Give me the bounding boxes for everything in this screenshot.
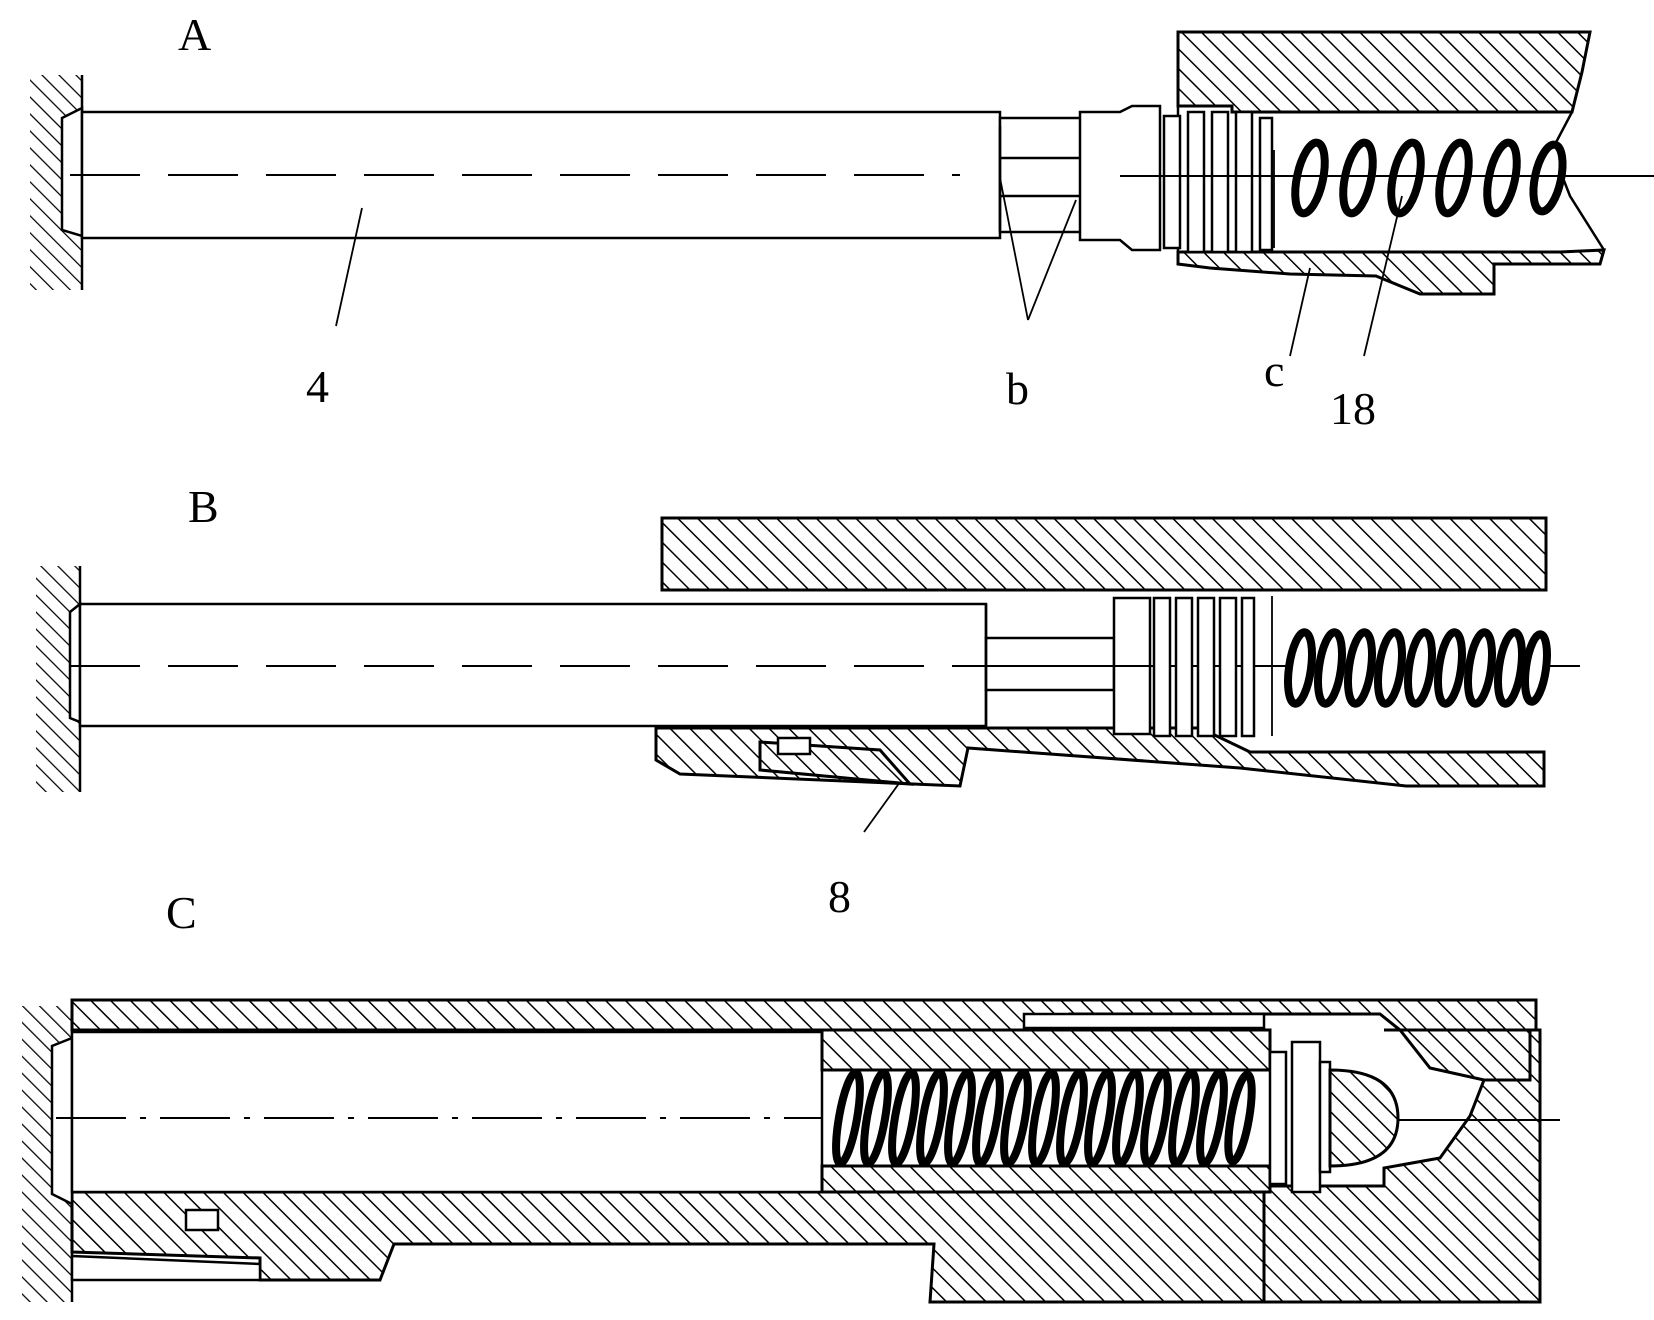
view-a-label: A — [178, 9, 211, 60]
housing-c — [70, 998, 1542, 1304]
view-c-label: C — [166, 887, 197, 938]
rod-a — [60, 104, 1162, 252]
callout-part-4: 4 — [306, 361, 329, 412]
spring-b — [1271, 596, 1551, 736]
rod-c — [50, 1030, 824, 1207]
thread-discs-b — [1152, 596, 1256, 738]
callout-part-8: 8 — [828, 871, 851, 922]
view-a: A — [30, 9, 1654, 434]
leader-lines-b — [863, 781, 901, 833]
view-b-label: B — [188, 481, 219, 532]
callout-part-c: c — [1264, 345, 1284, 396]
thread-discs-a — [1162, 110, 1274, 254]
view-b: B — [36, 481, 1580, 922]
view-c: C — [22, 887, 1560, 1304]
callout-part-18: 18 — [1330, 383, 1376, 434]
spring-c — [832, 1068, 1256, 1168]
housing-b — [654, 516, 1548, 788]
leader-lines-a — [335, 177, 1403, 357]
plunger-head-c — [1268, 1040, 1400, 1194]
spring-a — [1273, 138, 1567, 248]
rod-b — [68, 596, 1580, 736]
callout-part-b: b — [1006, 363, 1029, 414]
